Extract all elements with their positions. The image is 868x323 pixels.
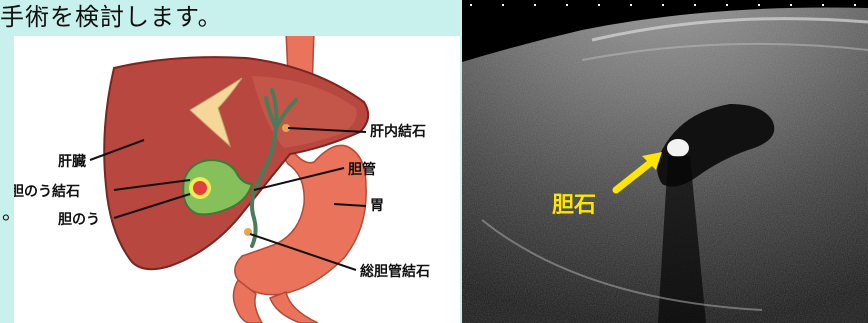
anatomy-svg: 肝臓 胆のう結石 胆のう 肝内結石 胆管 胃 総胆管結石 bbox=[14, 36, 460, 323]
label-intrahepatic-stone: 肝内結石 bbox=[370, 123, 426, 140]
label-gallbladder-stone: 胆のう結石 bbox=[14, 183, 80, 200]
label-stomach: 胃 bbox=[370, 198, 384, 214]
gallstone-in-gallbladder bbox=[193, 181, 207, 195]
label-liver: 肝臓 bbox=[58, 153, 86, 170]
anatomy-diagram: 肝臓 胆のう結石 胆のう 肝内結石 胆管 胃 総胆管結石 bbox=[14, 36, 460, 323]
label-bile-duct: 胆管 bbox=[348, 161, 376, 178]
header-text: 手術を検討します。 bbox=[0, 0, 223, 34]
gallstone-label: 胆石 bbox=[552, 193, 596, 218]
gallstone-echo bbox=[667, 139, 689, 157]
label-cbd-stone: 総胆管結石 bbox=[360, 263, 430, 280]
ultrasound-image: 胆石 bbox=[462, 0, 868, 323]
ultrasound-svg: 胆石 bbox=[462, 0, 868, 323]
intestine-shape bbox=[270, 292, 318, 323]
label-gallbladder: 胆のう bbox=[58, 212, 100, 228]
